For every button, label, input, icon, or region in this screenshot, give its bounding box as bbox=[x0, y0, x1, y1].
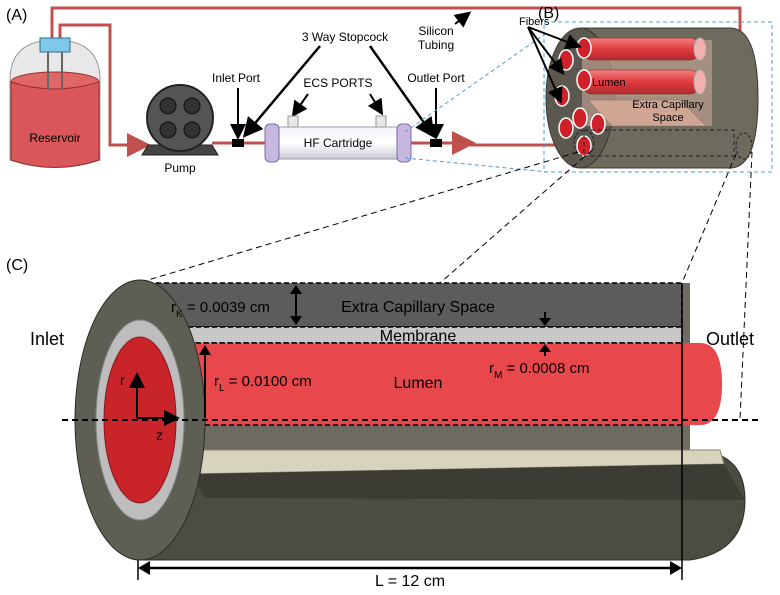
z-axis-label: z bbox=[156, 427, 163, 443]
panel-b-label: (B) bbox=[538, 5, 559, 22]
tubing-label-line2: Tubing bbox=[418, 38, 454, 52]
pump: Pump bbox=[141, 84, 219, 175]
panel-c-label: (C) bbox=[6, 257, 28, 274]
panel-b-ecs-line2: Space bbox=[652, 112, 683, 124]
reservoir-cap bbox=[39, 37, 71, 53]
panel-b: (B) Fibers Lumen bbox=[137, 5, 773, 421]
lumen-label: Lumen bbox=[394, 375, 443, 392]
fibers-label: Fibers bbox=[519, 16, 550, 28]
highlighted-fiber bbox=[583, 129, 735, 157]
hf-cartridge-label: HF Cartridge bbox=[304, 136, 373, 150]
ecs-label: Extra Capillary Space bbox=[341, 299, 495, 316]
fiber-tube-1 bbox=[581, 37, 701, 61]
r-l-annotation: rL = 0.0100 cm bbox=[214, 373, 312, 394]
outlet-port-label: Outlet Port bbox=[407, 71, 465, 85]
reservoir: Reservoir bbox=[9, 37, 101, 168]
panel-b-lumen-label: Lumen bbox=[592, 77, 626, 89]
hf-cartridge: HF Cartridge bbox=[264, 115, 412, 163]
inlet-stopcock-icon bbox=[232, 139, 244, 147]
length-label: L = 12 cm bbox=[375, 573, 445, 590]
membrane-label: Membrane bbox=[380, 328, 457, 345]
panel-a: (A) Reservoir Pump Inlet Port bbox=[6, 6, 742, 175]
panel-b-ecs-line1: Extra Capillary bbox=[632, 99, 704, 111]
r-axis-label: r bbox=[120, 372, 125, 388]
panel-c: (C) r z Inlet Outlet Extra Capillary Spa… bbox=[6, 257, 760, 590]
inlet-label: Inlet bbox=[30, 329, 64, 349]
outlet-stopcock-icon bbox=[430, 139, 442, 147]
panel-a-label: (A) bbox=[6, 7, 27, 24]
inlet-port-label: Inlet Port bbox=[212, 71, 261, 85]
pump-label: Pump bbox=[164, 161, 196, 175]
housing-cut-face bbox=[190, 464, 745, 500]
reservoir-label: Reservoir bbox=[29, 131, 80, 145]
r-k-annotation: rK = 0.0039 cm bbox=[171, 299, 270, 320]
stopcock-label: 3 Way Stopcock bbox=[302, 30, 389, 44]
reservoir-outlet-tubing bbox=[58, 23, 151, 157]
lumen-region bbox=[140, 343, 722, 425]
ecs-ports-label: ECS PORTS bbox=[303, 76, 372, 90]
outlet-label: Outlet bbox=[706, 329, 754, 349]
r-m-annotation: rM = 0.0008 cm bbox=[489, 360, 589, 381]
tubing-label-line1: Silicon bbox=[418, 24, 453, 38]
panel-b-frame bbox=[543, 21, 773, 173]
